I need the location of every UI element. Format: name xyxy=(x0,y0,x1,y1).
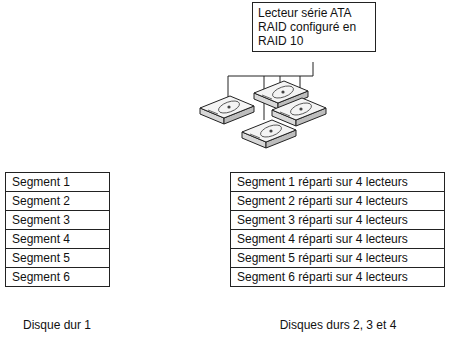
table-cell: Segment 5 réparti sur 4 lecteurs xyxy=(230,248,445,268)
table-cell: Segment 2 xyxy=(5,191,110,211)
box-text: Segment 6 xyxy=(12,270,70,284)
box-text: Segment 6 réparti sur 4 lecteurs xyxy=(237,270,408,284)
box-text: Segment 2 xyxy=(12,194,70,208)
box-text: Lecteur série ATA RAID configuré en RAID… xyxy=(258,6,370,48)
table-cell: Segment 5 xyxy=(5,248,110,268)
table-cell: Segment 1 xyxy=(5,172,110,192)
table-cell: Segment 3 réparti sur 4 lecteurs xyxy=(230,210,445,230)
table-cell: Segment 6 réparti sur 4 lecteurs xyxy=(230,267,445,287)
hard-drive xyxy=(272,98,326,126)
raid-box: Lecteur série ATA RAID configuré en RAID… xyxy=(252,2,376,52)
caption: Disque dur 1 xyxy=(23,318,91,332)
table-cell: Segment 2 réparti sur 4 lecteurs xyxy=(230,191,445,211)
box-text: Segment 2 réparti sur 4 lecteurs xyxy=(237,194,408,208)
box-text: Segment 3 réparti sur 4 lecteurs xyxy=(237,213,408,227)
box-text: Segment 5 réparti sur 4 lecteurs xyxy=(237,251,408,265)
caption: Disques durs 2, 3 et 4 xyxy=(280,318,397,332)
box-text: Segment 4 xyxy=(12,232,70,246)
box-text: Segment 3 xyxy=(12,213,70,227)
box-text: Segment 1 réparti sur 4 lecteurs xyxy=(237,175,408,189)
hard-drive xyxy=(200,96,254,124)
box-text: Segment 5 xyxy=(12,251,70,265)
hard-drive xyxy=(242,120,296,148)
box-text: Segment 1 xyxy=(12,175,70,189)
box-text: Segment 4 réparti sur 4 lecteurs xyxy=(237,232,408,246)
table-cell: Segment 4 xyxy=(5,229,110,249)
table-cell: Segment 3 xyxy=(5,210,110,230)
table-cell: Segment 4 réparti sur 4 lecteurs xyxy=(230,229,445,249)
table-cell: Segment 1 réparti sur 4 lecteurs xyxy=(230,172,445,192)
table-cell: Segment 6 xyxy=(5,267,110,287)
